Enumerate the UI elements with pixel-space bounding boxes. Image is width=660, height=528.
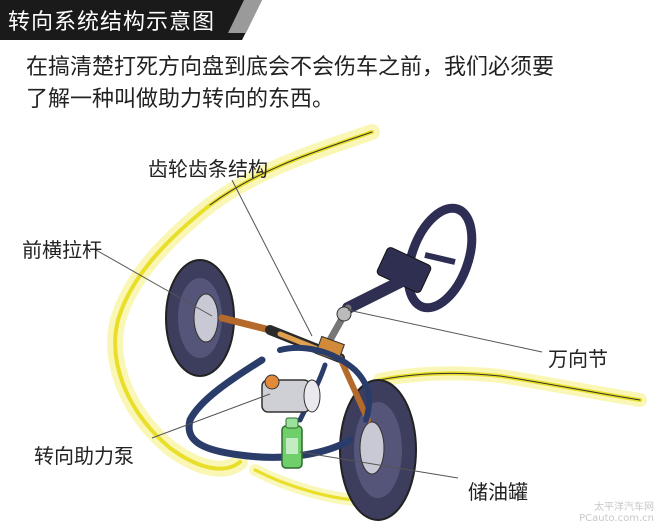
intro-line-2: 了解一种叫做助力转向的东西。 [26,87,335,112]
header-title: 转向系统结构示意图 [8,10,216,35]
label-rack-pinion: 齿轮齿条结构 [148,157,268,181]
watermark-line-1: 太平洋汽车网 [594,502,654,513]
label-tie-rod: 前横拉杆 [22,238,102,262]
intro-line-1: 在搞清楚打死方向盘到底会不会伤车之前，我们必须要 [26,55,555,80]
watermark: 太平洋汽车网 PCauto.com.cn [579,502,654,524]
steering-wheel [403,203,477,313]
steering-column [326,247,432,344]
intro-text: 在搞清楚打死方向盘到底会不会伤车之前，我们必须要 了解一种叫做助力转向的东西。 [26,52,646,116]
car-body-outline [107,124,647,506]
watermark-line-2: PCauto.com.cn [579,513,654,524]
label-universal-joint: 万向节 [548,347,608,371]
header-bar [0,0,262,40]
right-wheel [339,379,417,521]
leader-lines [95,179,543,479]
label-reservoir: 储油罐 [468,480,528,504]
power-steering-pump [261,374,321,413]
oil-reservoir [281,417,303,469]
label-power-pump: 转向助力泵 [34,444,134,468]
